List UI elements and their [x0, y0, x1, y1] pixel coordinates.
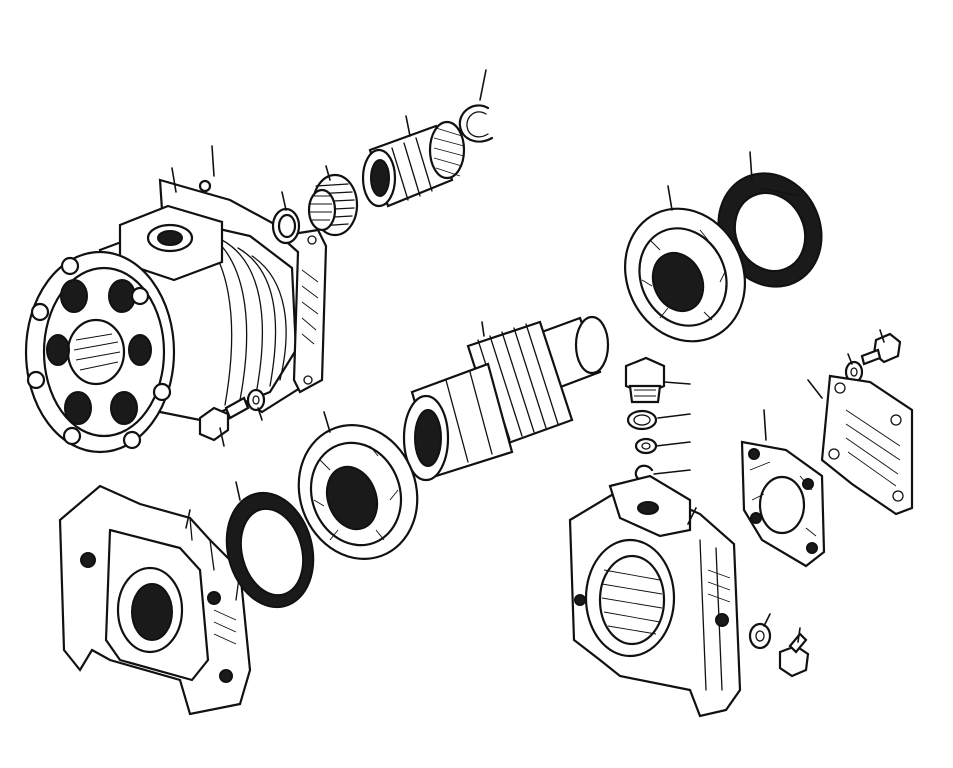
washer-pump — [246, 388, 266, 412]
plug-seal-ring — [626, 409, 658, 431]
leader-shaft — [481, 321, 485, 337]
mounting-flange-gasket — [277, 228, 328, 394]
drive-shaft-gear — [402, 315, 610, 482]
leader-coverbolt — [879, 329, 885, 343]
leader-plugwasher — [655, 441, 691, 447]
pump-housing — [24, 178, 314, 454]
leader-lines — [171, 69, 885, 643]
snap-ring — [458, 104, 494, 143]
leader-housing — [171, 167, 177, 193]
leader-bolt — [219, 427, 225, 447]
leader-gear — [325, 165, 331, 181]
oil-seal-upper — [717, 172, 823, 288]
leader-gasket — [211, 145, 215, 177]
leader-sleeve — [405, 115, 411, 137]
ball-bearing-upper — [623, 207, 747, 343]
cover-bolt — [860, 332, 902, 366]
leader-housingwasher — [763, 613, 771, 627]
leader-bearing-upper — [667, 185, 673, 211]
drive-gear-small — [307, 173, 359, 237]
leader-bracket — [185, 509, 191, 529]
leader-circlip — [653, 469, 691, 475]
oil-seal-lower — [225, 491, 315, 609]
leader-seal-upper — [749, 151, 753, 181]
o-ring-small — [271, 207, 301, 245]
leader-housingbolt — [797, 627, 801, 643]
drain-plug — [624, 356, 666, 404]
leader-oring — [281, 191, 287, 211]
leader-housing-right — [687, 507, 697, 525]
ball-bearing-lower — [297, 423, 419, 561]
cover-gasket — [740, 440, 826, 568]
leader-snapring — [479, 69, 487, 101]
bearing-housing-right — [568, 474, 742, 718]
leader-sealring — [657, 413, 691, 419]
splined-coupling-sleeve — [361, 120, 466, 208]
housing-washer — [748, 622, 772, 650]
leader-coverwasher — [847, 353, 853, 365]
leader-covergasket — [763, 409, 767, 441]
plug-washer — [634, 437, 658, 455]
leader-plug — [663, 381, 691, 385]
leader-coverplate — [807, 379, 823, 399]
leader-bearing-lower — [323, 411, 331, 433]
housing-bolt — [778, 632, 810, 678]
leader-seal-lower — [235, 481, 241, 501]
mounting-bracket-left — [58, 484, 252, 716]
leader-washer — [257, 407, 263, 421]
cover-plate — [820, 374, 914, 516]
